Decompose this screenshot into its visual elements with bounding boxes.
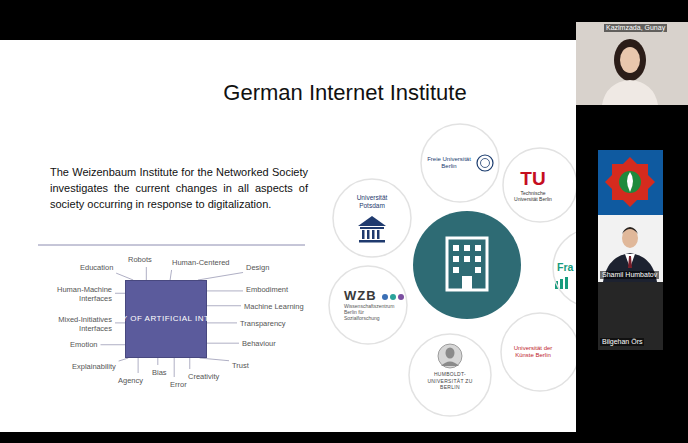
strip-ground	[576, 0, 688, 443]
topic-label: Robots	[128, 255, 152, 264]
logo-mark: TU	[520, 169, 545, 188]
circle-outline	[501, 313, 579, 391]
topic-label: Bias	[152, 368, 167, 377]
chip-box: CRITICALITY OF ARTIFICIAL INTELLIGENCE	[125, 280, 207, 358]
topic-label: Embodiment	[246, 285, 288, 294]
circle-outline	[420, 123, 500, 203]
topic-label: Creativity	[188, 372, 219, 381]
leader-line	[116, 273, 133, 280]
humboldt-portrait	[438, 344, 462, 368]
leader-line	[189, 358, 190, 369]
leader-line	[146, 267, 147, 280]
topic-label: Agency	[118, 376, 143, 385]
topic-label: Human-Centered	[172, 258, 230, 267]
topic-label: Emotion	[70, 340, 98, 349]
potsdam-emblem	[358, 216, 386, 243]
logo-mark: WZB	[344, 289, 377, 304]
video-tile	[598, 215, 663, 282]
partner-circle: Universität der Künste Berlin	[500, 312, 580, 392]
video-tile	[598, 282, 663, 350]
institute-icon	[413, 211, 521, 319]
participant-name: Bilgehan Örs	[600, 338, 644, 346]
logo-text: Universität der Künste Berlin	[509, 345, 557, 360]
fu-seal	[477, 155, 493, 171]
logo-text: HUMBOLDT-UNIVERSITÄT ZU BERLIN	[421, 371, 479, 391]
topic-label: Trust	[232, 361, 249, 370]
leader-line	[101, 344, 125, 345]
partner-circle: WZBWissenschaftszentrum Berlin für Sozia…	[328, 265, 408, 345]
leader-line	[157, 358, 158, 365]
logo-mark: Fra	[557, 262, 573, 274]
leader-line	[119, 358, 129, 361]
topic-label: Behaviour	[242, 339, 276, 348]
leader-line	[207, 305, 241, 306]
circle-outline	[333, 179, 411, 257]
topic-label: Error	[170, 380, 187, 389]
partner-circle: HUMBOLDT-UNIVERSITÄT ZU BERLIN	[408, 333, 492, 417]
topic-label: Design	[246, 263, 269, 272]
wzb-dots	[382, 294, 404, 300]
topic-label: Transparency	[240, 319, 286, 328]
circle-outline	[329, 266, 407, 344]
slide-title: German Internet Institute	[190, 80, 500, 106]
video-tile	[576, 22, 688, 105]
description-text: The Weizenbaum Institute for the Network…	[50, 165, 308, 213]
circle-outline	[332, 178, 412, 258]
circle-outline	[409, 334, 491, 416]
partner-circle: TU Technische Universität Berlin	[502, 147, 578, 223]
leader-line	[207, 343, 239, 344]
leader-line	[138, 358, 139, 373]
slide-ground	[0, 40, 576, 432]
logo-text: Technische Universität Berlin	[510, 190, 556, 202]
partner-circle: Freie Universität Berlin	[420, 123, 500, 203]
leader-line	[174, 358, 175, 377]
topic-label: Human-Machine Interfaces	[52, 285, 112, 303]
emblem-tile	[598, 150, 663, 215]
partner-circle: Universität Potsdam	[332, 178, 412, 258]
participant-name: Shamil Humbatov	[600, 271, 659, 279]
logo-text: Universität Potsdam	[344, 194, 400, 210]
fraunhofer-mark	[555, 277, 568, 289]
topic-label: Explainability	[72, 362, 116, 371]
leader-line	[115, 293, 125, 294]
topic-label: Education	[80, 263, 113, 272]
circle-outline	[421, 124, 499, 202]
topic-label: Machine Learning	[244, 302, 304, 311]
leader-line	[207, 290, 243, 291]
leader-line	[170, 270, 171, 280]
logo-text: Wissenschaftszentrum Berlin für Sozialfo…	[344, 303, 398, 321]
logo-text: Freie Universität Berlin	[426, 156, 472, 171]
participant-name: Kazimzada, Gunay	[604, 24, 667, 32]
circle-outline	[503, 148, 577, 222]
leader-line	[200, 358, 229, 361]
separator-line	[38, 245, 305, 246]
leader-line	[198, 272, 243, 280]
topic-label: Mixed-Initiatives Interfaces	[52, 315, 112, 333]
